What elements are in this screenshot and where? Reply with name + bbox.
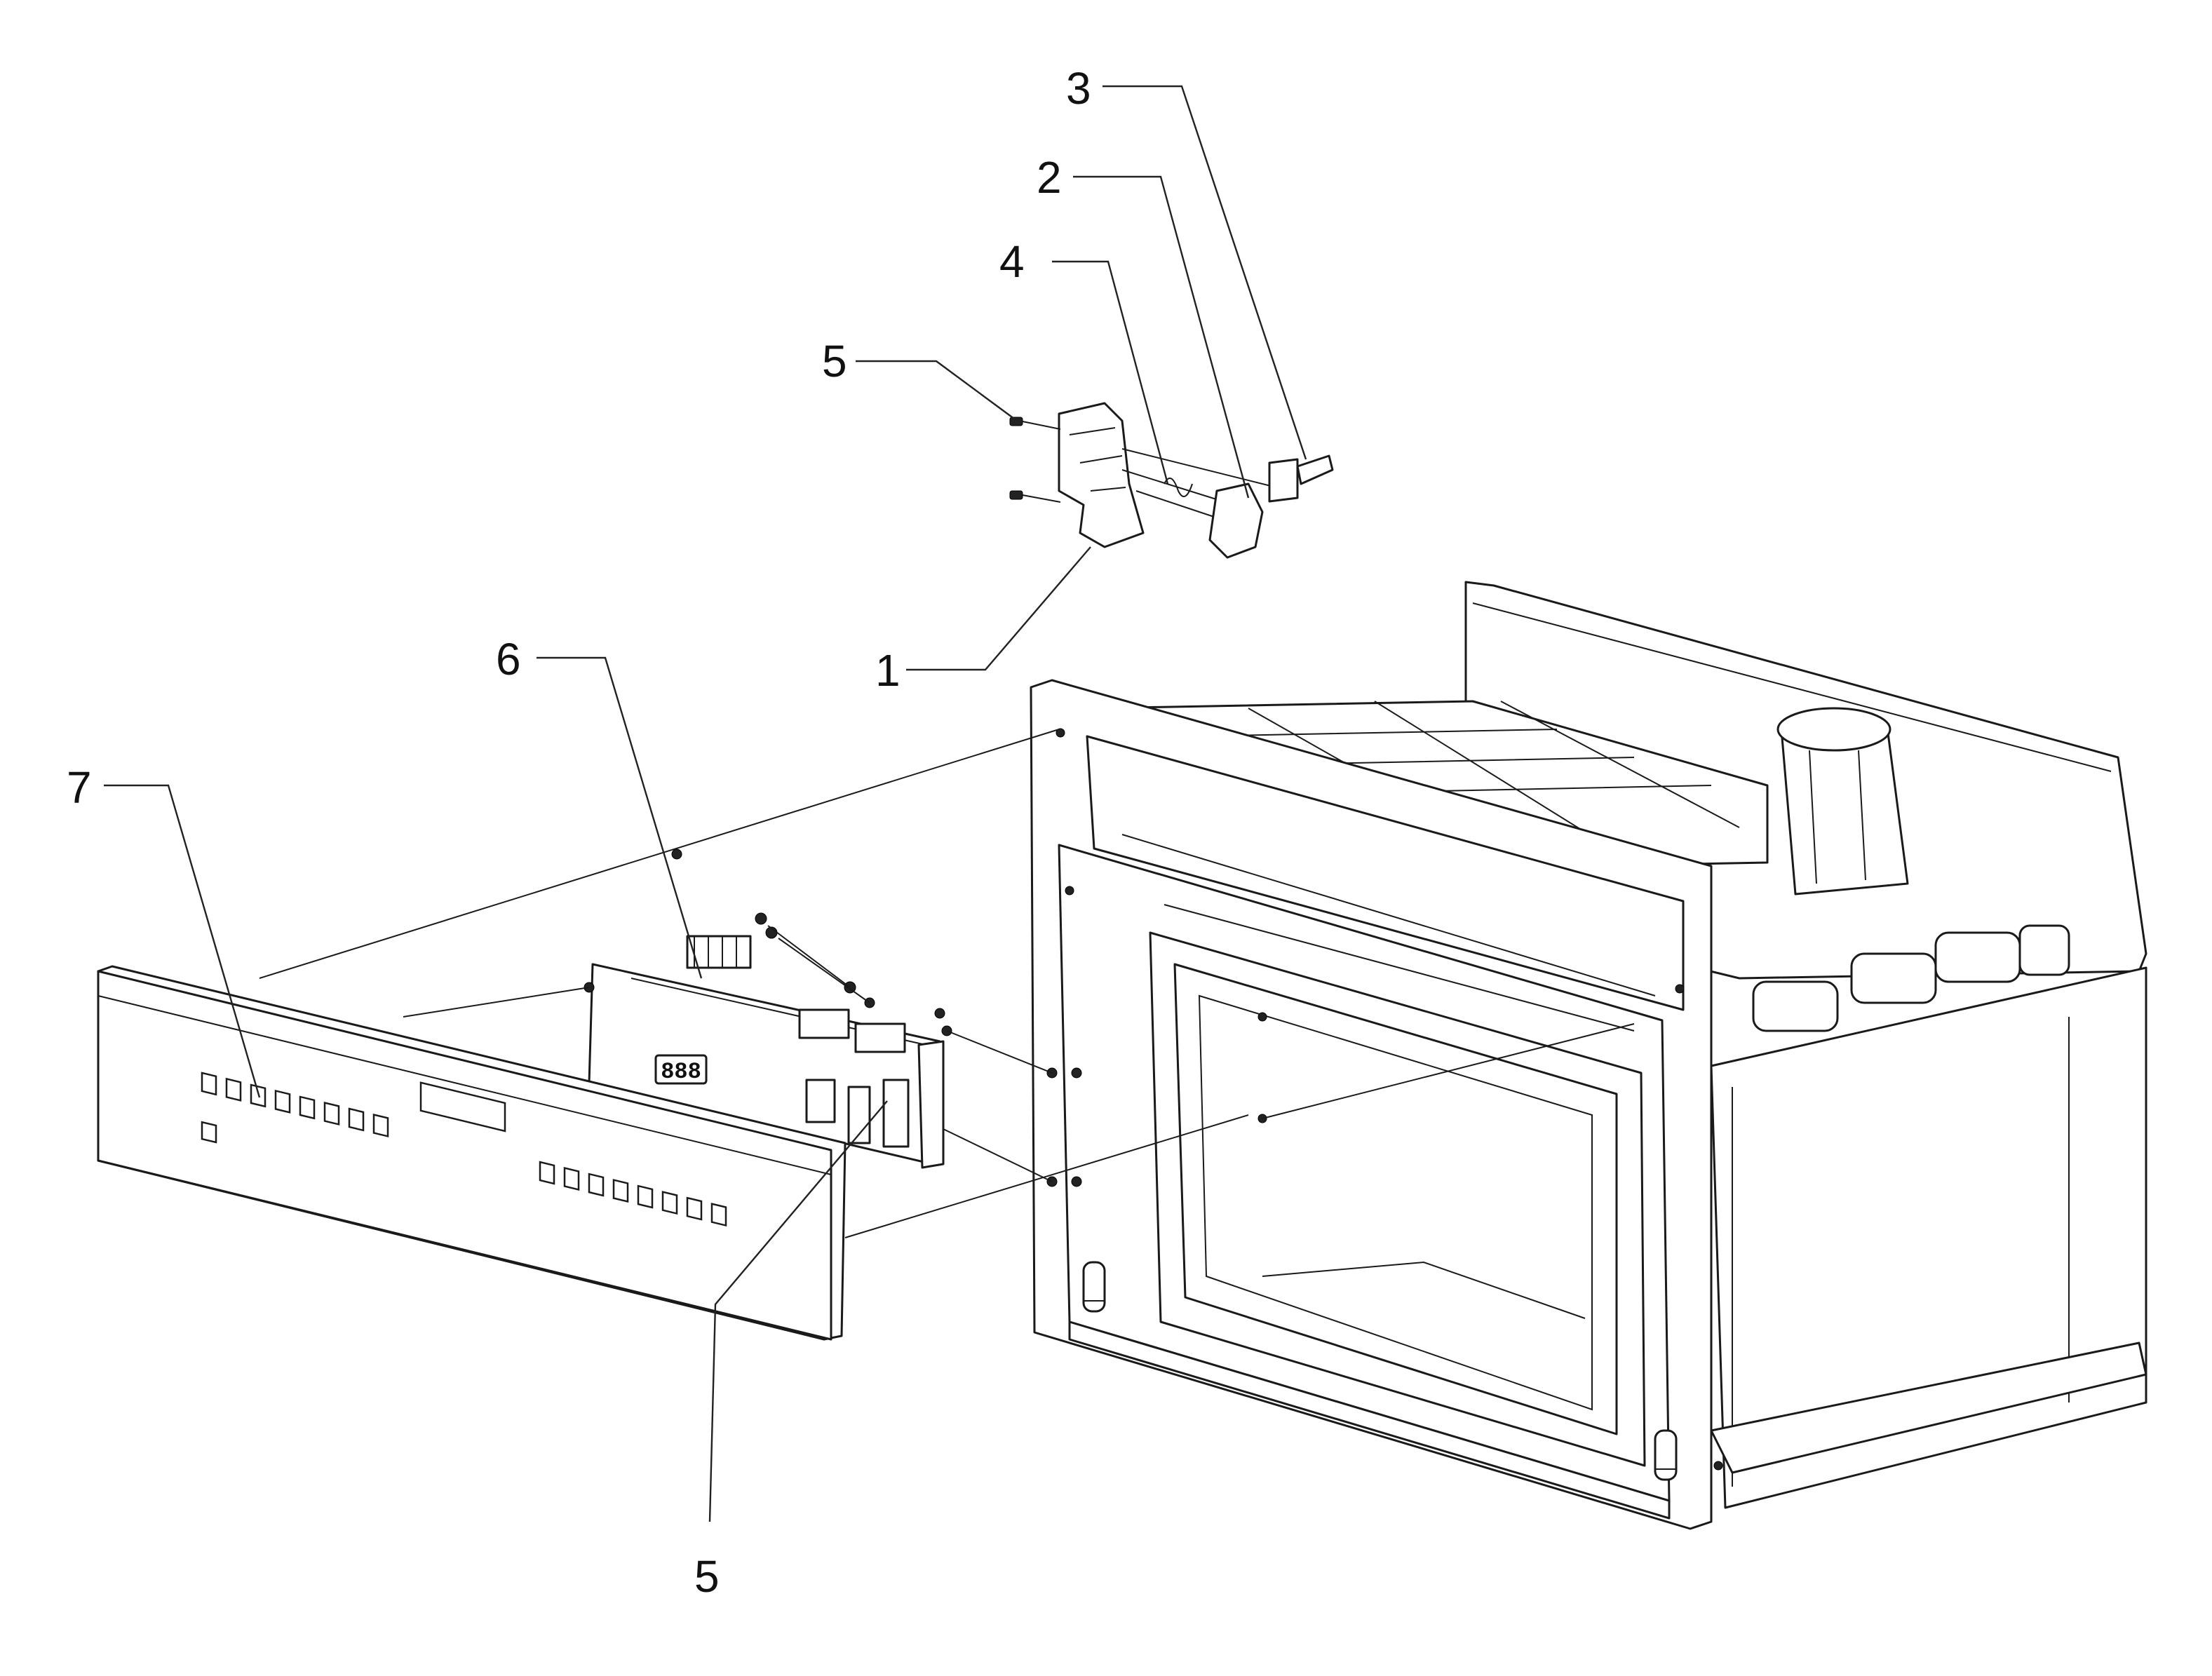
oven-cavity-assembly	[1030, 581, 2147, 1530]
callout-leaders	[104, 85, 1307, 1522]
callout-4: 4	[999, 236, 1025, 287]
assembly-lines	[259, 729, 1635, 1238]
control-panel	[97, 965, 847, 1341]
door-lock-assembly	[1009, 402, 1334, 559]
callout-3: 3	[1066, 63, 1091, 114]
callout-7: 7	[67, 762, 92, 813]
control-board: 888	[584, 849, 952, 1169]
callout-1: 1	[875, 645, 901, 696]
callout-5-bottom: 5	[694, 1551, 720, 1602]
callout-6: 6	[496, 634, 521, 684]
board-display-readout: 888	[661, 1059, 701, 1085]
callout-2: 2	[1037, 152, 1062, 203]
callout-labels: 3 2 4 5 1 6 7 5	[67, 63, 1091, 1602]
callout-5-top: 5	[822, 336, 847, 386]
panel-button-grid	[201, 1072, 727, 1227]
panel-buttons-left	[201, 1121, 217, 1144]
